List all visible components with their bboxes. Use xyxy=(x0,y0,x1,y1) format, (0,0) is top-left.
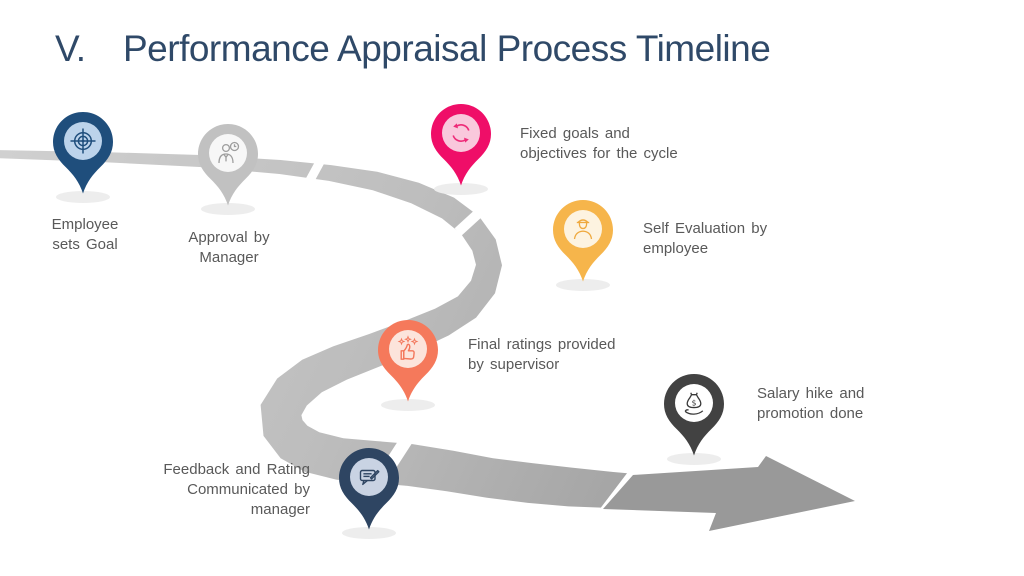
step-label-fixed-goals: Fixed goals and objectives for the cycle xyxy=(520,125,678,162)
step-label-self-evaluation: Self Evaluation by employee xyxy=(643,220,768,257)
road-path xyxy=(0,150,642,510)
step-label-employee-sets-goal: Employee sets Goal xyxy=(51,216,119,253)
step-label-approval-by-manager: Approval by Manager xyxy=(188,229,270,266)
road-gap xyxy=(305,157,325,185)
pin-final-ratings xyxy=(378,320,438,402)
pins-layer xyxy=(53,104,724,530)
road-arrow-head xyxy=(603,456,855,531)
road-gap xyxy=(454,207,485,236)
pin-shadow xyxy=(56,191,110,203)
slide-title-number: V. xyxy=(55,28,86,69)
pin-shadows xyxy=(56,183,721,539)
pin-fixed-goals xyxy=(431,104,491,186)
pin-shadow xyxy=(556,279,610,291)
slide-title-text: Performance Appraisal Process Timeline xyxy=(123,28,771,69)
step-label-feedback-communicated: Feedback and Rating Communicated by mana… xyxy=(163,461,310,518)
pin-employee-sets-goal xyxy=(53,112,113,194)
pin-shadow xyxy=(201,203,255,215)
pin-inner-circle xyxy=(442,114,480,152)
step-label-final-ratings: Final ratings provided by supervisor xyxy=(468,336,616,373)
pin-shadow xyxy=(342,527,396,539)
slide-title: V. Performance Appraisal Process Timelin… xyxy=(55,28,771,70)
pin-feedback-communicated xyxy=(339,448,399,530)
step-label-salary-hike: Salary hike and promotion done xyxy=(757,385,865,422)
pin-shadow xyxy=(381,399,435,411)
pin-self-evaluation xyxy=(553,200,613,282)
pin-approval-by-manager xyxy=(198,124,258,206)
pin-inner-circle xyxy=(209,134,247,172)
pin-inner-circle xyxy=(389,330,427,368)
pin-salary-hike xyxy=(664,374,724,456)
pin-shadow xyxy=(667,453,721,465)
pin-shadow xyxy=(434,183,488,195)
